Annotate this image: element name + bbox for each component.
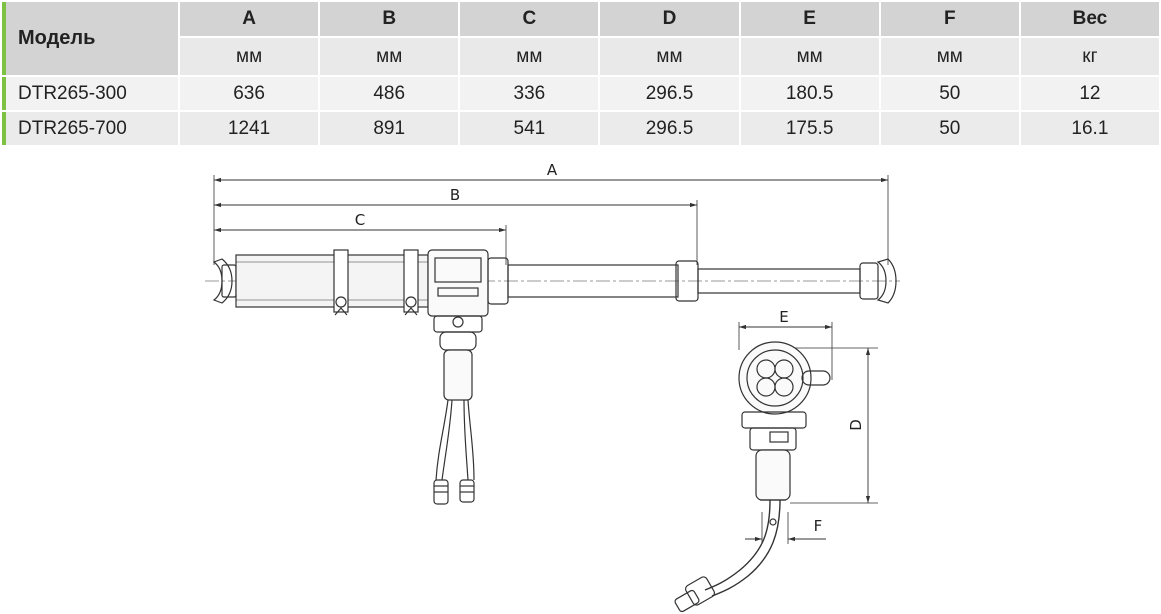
unit-f: мм — [880, 38, 1019, 75]
value-cell: 180.5 — [740, 77, 879, 110]
unit-a: мм — [180, 38, 319, 75]
unit-e: мм — [740, 38, 879, 75]
col-header-d: D — [600, 2, 739, 36]
dim-label-c: C — [355, 211, 365, 229]
model-cell: DTR265-700 — [2, 112, 178, 145]
table-row: DTR265-300 636 486 336 296.5 180.5 50 12 — [2, 77, 1159, 110]
front-view — [674, 322, 878, 613]
value-cell: 336 — [460, 77, 599, 110]
value-cell: 50 — [880, 77, 1019, 110]
side-view — [205, 175, 900, 505]
col-header-b: B — [320, 2, 459, 36]
table-row: DTR265-700 1241 891 541 296.5 175.5 50 1… — [2, 112, 1159, 145]
value-cell: 1241 — [180, 112, 319, 145]
unit-b: мм — [320, 38, 459, 75]
dim-label-f: F — [814, 517, 823, 535]
unit-d: мм — [600, 38, 739, 75]
unit-weight: кг — [1020, 38, 1159, 75]
value-cell: 636 — [180, 77, 319, 110]
col-header-c: C — [460, 2, 599, 36]
model-header-cell: Модель — [2, 2, 178, 75]
header-row: Модель A B C D E F Вес — [2, 2, 1159, 75]
unit-row: мм мм мм мм мм мм кг — [2, 38, 1159, 75]
value-cell: 16.1 — [1020, 112, 1159, 145]
model-cell: DTR265-300 — [2, 77, 178, 110]
value-cell: 296.5 — [600, 77, 739, 110]
col-header-a: A — [180, 2, 319, 36]
spec-table: Модель A B C D E F Вес мм мм мм мм мм мм… — [0, 0, 1161, 147]
col-header-weight: Вес — [1020, 2, 1159, 36]
dim-label-b: B — [450, 186, 460, 204]
value-cell: 486 — [320, 77, 459, 110]
dim-label-e: E — [779, 308, 788, 326]
unit-c: мм — [460, 38, 599, 75]
col-header-f: F — [880, 2, 1019, 36]
technical-drawing: A B C E D F — [205, 161, 900, 613]
dim-label-a: A — [547, 161, 558, 179]
value-cell: 541 — [460, 112, 599, 145]
model-header-label: Модель — [18, 27, 96, 49]
value-cell: 891 — [320, 112, 459, 145]
value-cell: 12 — [1020, 77, 1159, 110]
col-header-e: E — [740, 2, 879, 36]
value-cell: 175.5 — [740, 112, 879, 145]
dim-label-d: D — [847, 419, 865, 431]
value-cell: 50 — [880, 112, 1019, 145]
value-cell: 296.5 — [600, 112, 739, 145]
